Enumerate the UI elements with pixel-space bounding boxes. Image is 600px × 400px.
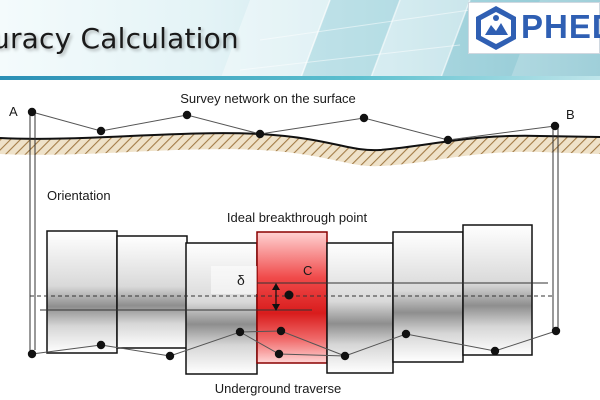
breakthrough-point-c: [284, 290, 294, 300]
underground-station: [340, 351, 350, 361]
underground-station: [235, 327, 245, 337]
surface-station: [255, 129, 265, 139]
underground-station: [165, 351, 175, 361]
logo-text: PHED: [521, 8, 600, 45]
surface-stations: [27, 107, 560, 145]
underground-station: [276, 326, 286, 336]
surface-station-a: [27, 107, 37, 117]
tunnel-segment-6: [392, 231, 464, 363]
underground-station: [551, 326, 561, 336]
point-c-label: C: [303, 263, 312, 278]
underground-station: [274, 349, 284, 359]
delta-arrowhead-up: [272, 283, 280, 290]
delta-arrowhead-down: [272, 304, 280, 311]
surface-station: [96, 126, 106, 136]
underground-station: [401, 329, 411, 339]
surface-station: [359, 113, 369, 123]
orientation-label: Orientation: [47, 188, 111, 203]
slide-title: uracy Calculation: [0, 22, 239, 55]
surface-network-caption: Survey network on the surface: [180, 91, 356, 106]
phed-logo: PHED: [468, 2, 600, 54]
tunnel-survey-diagram: A B Survey network on the surface Orient…: [0, 91, 600, 396]
tunnel-segment-1: [46, 230, 118, 354]
tunnel-segment-2: [116, 235, 188, 349]
delta-label: δ: [237, 272, 245, 288]
underground-station: [27, 349, 37, 359]
underground-station: [490, 346, 500, 356]
label-b: B: [566, 107, 575, 122]
ground-surface-line: [0, 132, 600, 152]
shaft-b: [552, 126, 559, 332]
underground-station: [96, 340, 106, 350]
surface-traverse-line: [31, 111, 556, 141]
logo-emblem-icon: [476, 6, 516, 50]
tunnel-segment-7: [462, 224, 533, 356]
breakthrough-caption: Ideal breakthrough point: [227, 210, 368, 225]
underground-traverse-caption: Underground traverse: [215, 381, 341, 396]
tunnel-segment-5: [326, 242, 394, 374]
tunnel-segment-3: [185, 242, 258, 375]
surface-station-b: [550, 121, 560, 131]
delta-label-box: [211, 266, 257, 294]
header-underline: [0, 76, 600, 80]
surface-station: [182, 110, 192, 120]
slide-header: uracy Calculation PHED: [0, 0, 600, 80]
shaft-a: [29, 112, 36, 356]
underground-stations: [27, 326, 561, 361]
surface-station: [443, 135, 453, 145]
label-a: A: [9, 104, 18, 119]
